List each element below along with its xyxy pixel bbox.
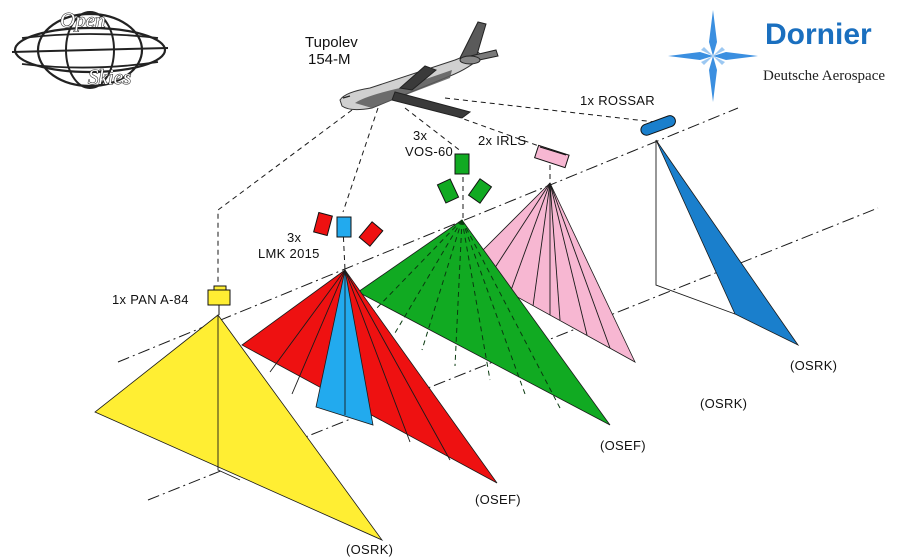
rossar-sensor-icon xyxy=(640,115,676,136)
vos60-label-line2: VOS-60 xyxy=(405,144,453,159)
osrk-label-bottom: (OSRK) xyxy=(346,542,393,557)
open-skies-logo-line1: Open xyxy=(60,8,106,32)
pan-a84-label: 1x PAN A-84 xyxy=(112,292,189,307)
aircraft-name-line2: 154-M xyxy=(308,51,351,68)
rossar-footprint xyxy=(655,139,800,347)
pan-a84-footprint xyxy=(94,314,384,541)
dornier-logo: Dornier Deutsche Aerospace xyxy=(668,10,885,102)
open-skies-logo: Open Skies xyxy=(11,7,169,90)
rossar-label: 1x ROSSAR xyxy=(580,93,655,108)
irls-label: 2x IRLS xyxy=(478,133,526,148)
osef-label-green: (OSEF) xyxy=(600,438,646,453)
irls-sensor-icon xyxy=(533,144,570,169)
ground-track-lower xyxy=(147,207,879,501)
lmk2015-sensor-icons xyxy=(313,211,384,247)
aircraft-name-line1: Tupolev xyxy=(305,34,358,51)
irls-footprint xyxy=(464,182,636,363)
vos60-label-line1: 3x xyxy=(413,128,428,143)
lmk2015-label-line2: LMK 2015 xyxy=(258,246,320,261)
pan-a84-sensor-icon xyxy=(207,285,231,315)
osrk-label-right: (OSRK) xyxy=(790,358,837,373)
open-skies-logo-line2: Skies xyxy=(88,65,131,89)
jet-aircraft-icon xyxy=(339,21,499,119)
vos60-footprint xyxy=(357,219,611,426)
osef-label-red: (OSEF) xyxy=(475,492,521,507)
dornier-subtitle: Deutsche Aerospace xyxy=(763,68,885,84)
osrk-label-middle: (OSRK) xyxy=(700,396,747,411)
vos60-sensor-icons xyxy=(436,153,493,204)
dornier-brand-name: Dornier xyxy=(765,18,872,51)
compass-star-icon xyxy=(668,10,758,102)
lmk2015-footprint xyxy=(241,269,498,484)
lmk2015-label-line1: 3x xyxy=(287,230,302,245)
